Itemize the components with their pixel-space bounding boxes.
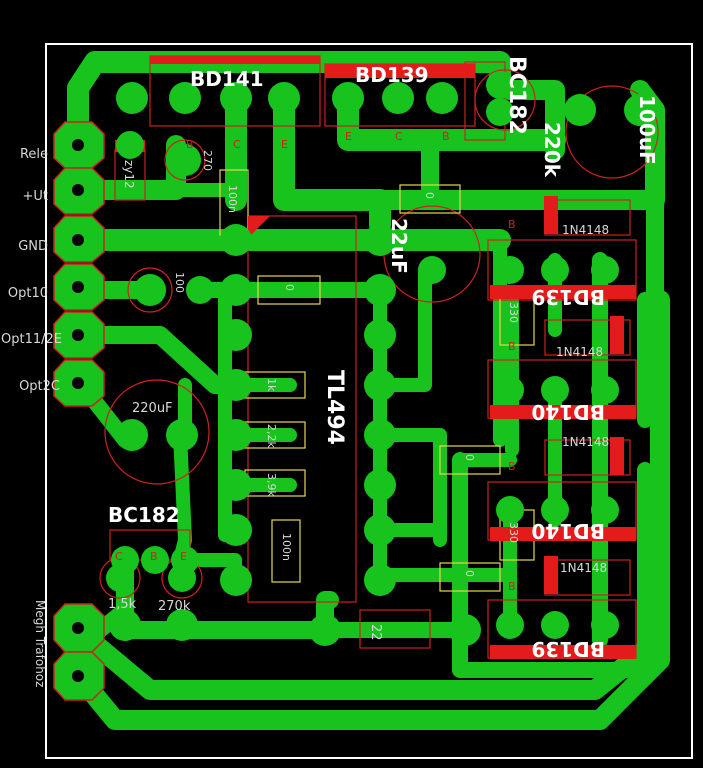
label-22uf: 22uF	[387, 218, 411, 274]
connector-labels: Rele +Ut GND Opt10 Opt11/2E Opt2C Megh T…	[1, 147, 62, 687]
pads	[53, 71, 656, 701]
pin-b-bd139: B	[442, 130, 450, 143]
cap-100uf-outline	[565, 85, 659, 179]
label-220uf: 220uF	[132, 401, 173, 416]
pin-b-bd141: B	[186, 138, 194, 151]
pin-b-r4: B	[508, 580, 516, 593]
pin-b-bottom: B	[150, 550, 158, 563]
label-gnd: GND	[18, 239, 48, 254]
label-res-270k: 270k	[158, 599, 191, 614]
label-res-330-b: 330	[507, 522, 520, 543]
label-res-3k9: 3,9k	[265, 473, 278, 497]
label-bd140-a: BD140	[531, 400, 605, 424]
label-opt2c: Opt2C	[19, 379, 60, 394]
label-cap-100n-bottom: 100n	[280, 533, 293, 561]
label-cap-0-right2: 0	[463, 570, 476, 577]
label-res-100: 100	[173, 272, 186, 293]
label-opt10: Opt10	[8, 286, 48, 301]
pin-b-r2: B	[508, 340, 516, 353]
label-220k: 220k	[540, 122, 564, 178]
label-bc182-bottom: BC182	[108, 503, 180, 527]
label-diode-2: 1N4148	[556, 345, 603, 359]
tl494-outline	[247, 215, 357, 603]
label-diode-4: 1N4148	[560, 561, 607, 575]
label-bd140-b: BD140	[531, 519, 605, 543]
label-rele: Rele	[20, 147, 48, 162]
label-opt11-2e: Opt11/2E	[1, 332, 62, 347]
label-res-1k: 1k	[265, 378, 278, 392]
tab-bars	[115, 56, 636, 659]
label-bd139-b: BD139	[531, 637, 605, 661]
label-ut: +Ut	[22, 189, 48, 204]
label-cap-100n-top: 100n	[226, 185, 239, 213]
label-cap-0-top: 0	[423, 192, 436, 199]
pin-b-r1: B	[508, 218, 516, 231]
small-labels: 220uF 1N4148 1N4148 1N4148 1N4148 zy12 2…	[108, 150, 609, 641]
label-100uf: 100uF	[635, 95, 659, 165]
label-megh-trafohoz: Megh Trafohoz	[33, 600, 47, 687]
label-bd139-a: BD139	[531, 285, 605, 309]
label-diode-3: 1N4148	[562, 435, 609, 449]
label-res-2k2: 2,2k	[265, 424, 278, 448]
pin-e-bottom: E	[180, 550, 187, 563]
label-diode-1: 1N4148	[562, 223, 609, 237]
pin-e-bd139: E	[345, 130, 352, 143]
label-res-1k5: 1,5k	[108, 597, 137, 612]
label-res-270: 270	[201, 150, 214, 171]
board-outline	[45, 43, 693, 759]
label-bd139-top: BD139	[355, 63, 429, 87]
pin-letters: B C E E C B B B B B C B E	[115, 130, 516, 593]
pin-e-bd141: E	[281, 138, 288, 151]
cap-220uf-outline	[104, 379, 210, 485]
label-res-330-a: 330	[507, 302, 520, 323]
pin-b-r3: B	[508, 460, 516, 473]
pin-c-bottom: C	[115, 550, 123, 563]
label-zener: zy12	[122, 160, 136, 189]
label-res-22: 22	[368, 624, 383, 641]
label-tl494: TL494	[322, 370, 347, 445]
label-bd141: BD141	[190, 67, 264, 91]
label-bc182-top: BC182	[504, 56, 529, 135]
label-cap-0-mid: 0	[283, 284, 296, 291]
pin-c-bd141: C	[233, 138, 241, 151]
label-cap-0-right1: 0	[463, 454, 476, 461]
pin-c-bd139: C	[395, 130, 403, 143]
